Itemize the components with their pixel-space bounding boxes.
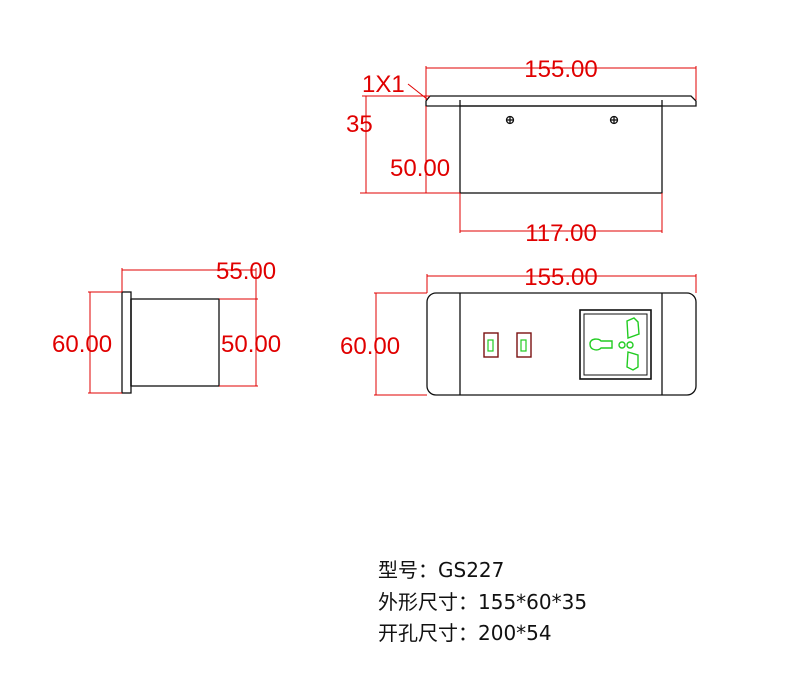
top-view-body-height-label: 50.00: [390, 155, 450, 182]
top-view-width-dimension: 155.00: [425, 56, 697, 100]
front-view-faceplate: [426, 292, 697, 396]
top-view-body-height-dimension: 50.00: [390, 106, 450, 193]
front-view: 155.00 60.00: [340, 264, 697, 396]
front-view-height-dimension: 60.00: [340, 292, 427, 396]
size-text: 外形尺寸：155*60*35: [378, 590, 587, 614]
screw-icon: [609, 115, 619, 125]
top-view-depth-label: 35: [346, 111, 373, 138]
top-view-body-width-label: 117.00: [525, 220, 597, 247]
top-view-width-label: 155.00: [524, 56, 597, 83]
side-view-height-label: 60.00: [52, 331, 112, 358]
side-view-body-height-dimension: 50.00: [219, 298, 281, 387]
front-view-width-dimension: 155.00: [426, 264, 697, 293]
usb-port-icon: [516, 332, 532, 358]
side-view-flange: [121, 291, 132, 394]
spec-block: 型号：GS227 外形尺寸：155*60*35 开孔尺寸：200*54: [378, 558, 587, 645]
top-view-depth-dimension: 35: [346, 95, 460, 194]
side-view-depth-label: 55.00: [216, 258, 276, 285]
model-text: 型号：GS227: [378, 558, 504, 582]
top-view-body-width-dimension: 117.00: [459, 193, 663, 247]
side-view-height-dimension: 60.00: [52, 291, 122, 394]
top-view: 155.00 1X1 35 50.00 117.00: [346, 56, 697, 247]
side-view-body: [130, 298, 220, 387]
front-view-width-label: 155.00: [524, 264, 597, 291]
top-view-flange: [425, 95, 697, 107]
front-view-height-label: 60.00: [340, 333, 400, 360]
top-view-body: [459, 105, 663, 194]
usb-port-icon: [483, 332, 499, 358]
universal-socket-icon: [579, 309, 652, 380]
side-view-depth-dimension: 55.00: [121, 258, 276, 299]
screw-icon: [505, 115, 515, 125]
chamfer-label: 1X1: [362, 71, 405, 98]
chamfer-leader: 1X1: [362, 71, 428, 100]
side-view-body-height-label: 50.00: [221, 331, 281, 358]
side-view: 55.00 60.00 50.00: [52, 258, 281, 394]
cutout-text: 开孔尺寸：200*54: [378, 621, 552, 645]
